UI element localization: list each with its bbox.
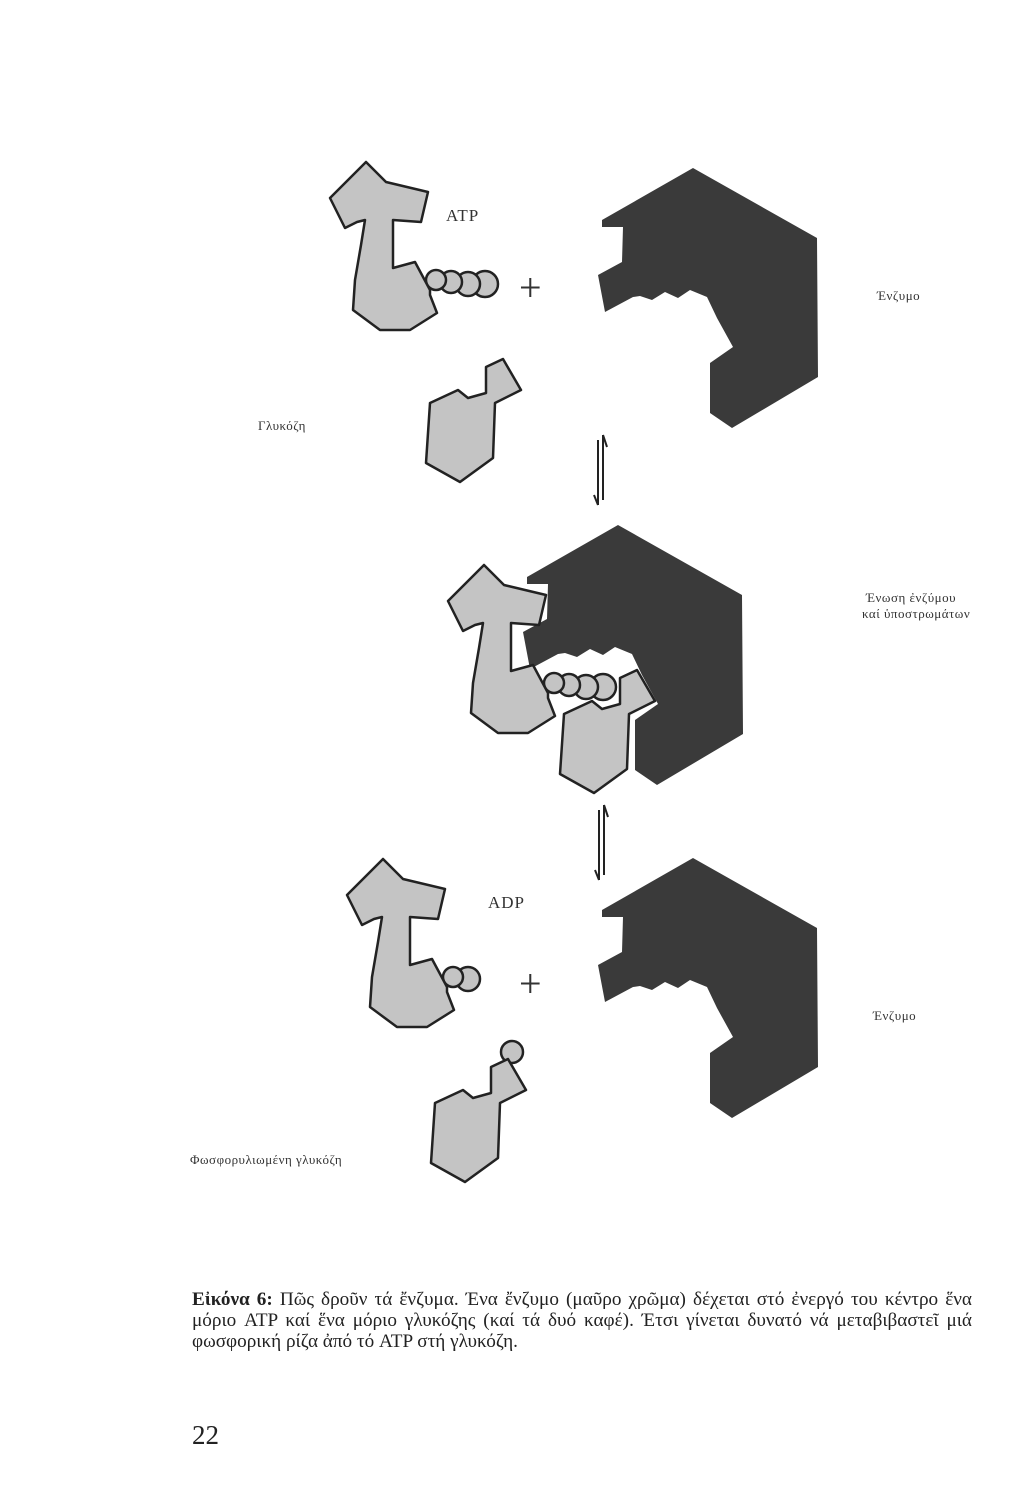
phosphorylated-glucose-label: Φωσφορυλιωμένη γλυκόζη (190, 1152, 343, 1167)
enzyme-label: Ένζυμο (873, 1008, 917, 1023)
bound-atp-molecule (446, 563, 618, 735)
complex-label-line1: Ένωση ἐνζύμου (866, 590, 957, 605)
equilibrium-arrow-icon (594, 804, 609, 881)
plus-sign: + (519, 961, 542, 1006)
enzyme-substrate-complex-enzyme (523, 525, 743, 785)
enzyme-label: Ένζυμο (877, 288, 921, 303)
adp-label: ADP (488, 893, 526, 912)
adp-molecule (345, 857, 482, 1029)
caption-text: Πῶς δροῦν τά ἔνζυμα. Ένα ἔνζυμο (μαῦρο χ… (192, 1289, 972, 1352)
released-enzyme-shape (598, 858, 818, 1118)
atp-label: ATP (446, 206, 480, 225)
enzyme-shape (598, 168, 818, 428)
equilibrium-arrow-icon (593, 434, 608, 506)
plus-sign: + (519, 265, 542, 310)
glucose-label: Γλυκόζη (258, 418, 306, 433)
complex-label-line2: καί ὑποστρωμάτων (862, 606, 971, 621)
figure-caption: Εἰκόνα 6: Πῶς δροῦν τά ἔνζυμα. Ένα ἔνζυμ… (192, 1289, 972, 1352)
phosphorylated-glucose-molecule (429, 1039, 528, 1184)
glucose-molecule (424, 357, 523, 484)
caption-title: Εἰκόνα 6: (192, 1289, 273, 1310)
atp-molecule (328, 160, 500, 332)
page-number: 22 (192, 1420, 219, 1450)
